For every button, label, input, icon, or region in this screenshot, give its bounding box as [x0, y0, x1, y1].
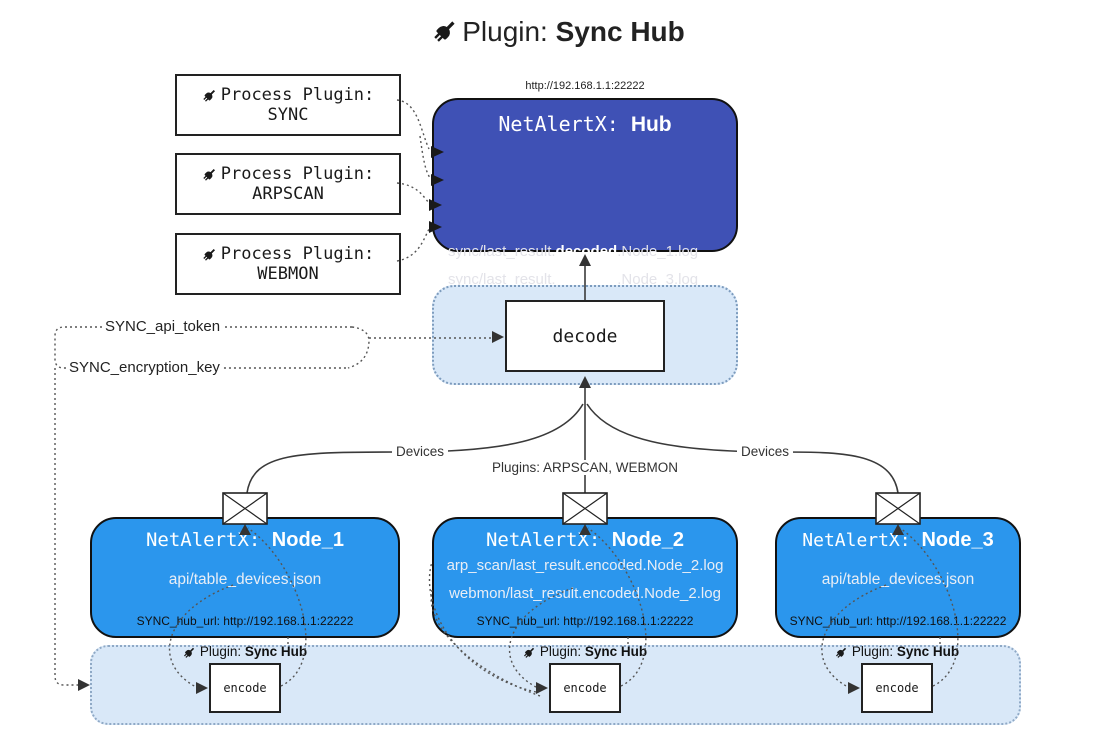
node-content-line: api/table_devices.json: [821, 571, 975, 588]
process-plugin-label: Process Plugin:: [220, 244, 375, 264]
band-plugin-label: Plugin: Sync Hub: [523, 644, 647, 659]
node-3-box: NetAlertX: Node_3 api/table_devices.json…: [775, 517, 1021, 638]
hub-box: NetAlertX: Hub sync/last_result.decoded.…: [432, 98, 738, 336]
plug-icon: [835, 646, 848, 659]
title-name: Sync Hub: [555, 16, 685, 47]
hub-url-label: http://192.168.1.1:22222: [525, 80, 645, 92]
sync-encryption-key-label: SYNC_encryption_key: [66, 359, 223, 376]
node-hub-url: SYNC_hub_url: http://192.168.1.1:22222: [789, 614, 1007, 628]
band-plugin-label: Plugin: Sync Hub: [183, 644, 307, 659]
hub-title: NetAlertX: Hub: [498, 112, 672, 136]
encode-box: encode: [549, 663, 621, 713]
process-plugin-name: SYNC: [267, 105, 309, 125]
node-title: NetAlertX: Node_3: [802, 529, 994, 551]
node-content-line: arp_scan/last_result.encoded.Node_2.log: [446, 557, 724, 574]
process-plugin-sync: Process Plugin: SYNC: [175, 74, 401, 136]
process-plugin-label: Process Plugin:: [220, 85, 375, 105]
node-title: NetAlertX: Node_1: [145, 529, 345, 551]
band-plugin-label: Plugin: Sync Hub: [835, 644, 959, 659]
plug-icon: [202, 167, 217, 182]
decode-box: decode: [505, 300, 665, 372]
encode-box: encode: [209, 663, 281, 713]
plug-icon: [202, 88, 217, 103]
hub-log-entry: sync/last_result.decoded.Node_3.log: [448, 271, 699, 288]
node-hub-url: SYNC_hub_url: http://192.168.1.1:22222: [476, 614, 694, 628]
node-content-line: api/table_devices.json: [168, 571, 322, 588]
process-plugin-name: ARPSCAN: [252, 184, 324, 204]
plug-icon: [523, 646, 536, 659]
title-prefix: Plugin:: [462, 16, 548, 47]
node-content-line: webmon/last_result.encoded.Node_2.log: [449, 585, 721, 602]
plug-icon: [183, 646, 196, 659]
node-hub-url: SYNC_hub_url: http://192.168.1.1:22222: [136, 614, 354, 628]
devices-right-label: Devices: [736, 444, 794, 459]
encode-box: encode: [861, 663, 933, 713]
node-2-box: NetAlertX: Node_2 arp_scan/last_result.e…: [432, 517, 738, 638]
plugins-center-label: Plugins: ARPSCAN, WEBMON: [487, 460, 683, 475]
sync-api-token-label: SYNC_api_token: [102, 318, 224, 335]
process-plugin-arpscan: Process Plugin: ARPSCAN: [175, 153, 401, 215]
arrow-key-to-band: [78, 679, 90, 691]
process-plugin-webmon: Process Plugin: WEBMON: [175, 233, 401, 295]
process-plugin-label: Process Plugin:: [220, 164, 375, 184]
process-plugin-name: WEBMON: [257, 264, 319, 284]
page-title: Plugin: Sync Hub: [0, 16, 1117, 48]
node-1-box: NetAlertX: Node_1 api/table_devices.json…: [90, 517, 400, 638]
hub-log-entry: sync/last_result.decoded.Node_1.log: [448, 243, 699, 260]
plug-icon: [202, 247, 217, 262]
devices-left-label: Devices: [391, 444, 449, 459]
plug-icon: [432, 18, 458, 44]
node-title: NetAlertX: Node_2: [485, 529, 685, 551]
